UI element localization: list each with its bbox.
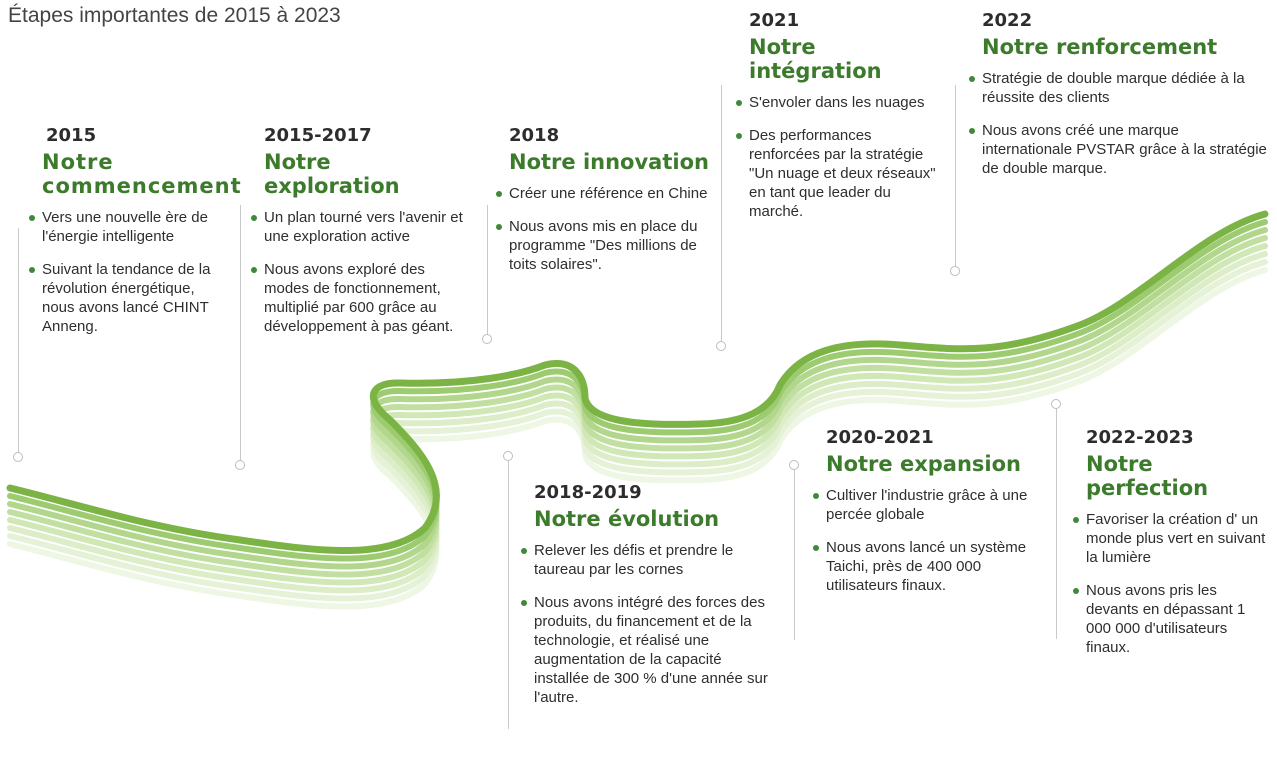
milestone-year: 2018 — [509, 125, 560, 146]
node-2020-2021 — [789, 460, 799, 470]
bullet-item: Vers une nouvelle ère de l'énergie intel… — [28, 208, 230, 246]
connector-2021 — [721, 85, 722, 341]
bullet-item: Un plan tourné vers l'avenir et une expl… — [250, 208, 470, 246]
milestone-year: 2022 — [982, 10, 1033, 31]
milestone-2020-2021: 2020-2021 Notre expansion Cultiver l'ind… — [812, 427, 1032, 609]
milestone-2015-2017: 2015-2017 Notre exploration Un plan tour… — [250, 125, 470, 350]
milestone-heading: Notre innovation — [509, 150, 709, 174]
wave-band-3 — [7, 227, 1268, 570]
milestone-2022: 2022 Notre renforcement Stratégie de dou… — [968, 10, 1268, 192]
bullet-item: Des performances renforcées par la strat… — [735, 126, 945, 221]
node-2018 — [482, 334, 492, 344]
bullet-item: Suivant la tendance de la révolution éne… — [28, 260, 230, 336]
milestone-year: 2015 — [46, 125, 97, 146]
milestone-bullets: Relever les défis et prendre le taureau … — [520, 541, 770, 707]
milestone-2018-2019: 2018-2019 Notre évolution Relever les dé… — [520, 482, 770, 721]
bullet-item: Créer une référence en Chine — [495, 184, 710, 203]
milestone-year: 2015-2017 — [264, 125, 372, 146]
wave-band-5 — [7, 243, 1268, 586]
milestone-heading: Notre renforcement — [982, 35, 1218, 59]
wave-band-2 — [7, 219, 1268, 562]
milestone-2021: 2021 Notre intégration S'envoler dans le… — [735, 10, 945, 235]
connector-2015 — [18, 228, 19, 454]
milestone-bullets: S'envoler dans les nuages Des performanc… — [735, 93, 945, 221]
connector-2015-2017 — [240, 205, 241, 461]
bullet-item: Favoriser la création d' un monde plus v… — [1072, 510, 1272, 567]
node-2015-2017 — [235, 460, 245, 470]
bullet-item: S'envoler dans les nuages — [735, 93, 945, 112]
bullet-item: Cultiver l'industrie grâce à une percée … — [812, 486, 1032, 524]
bullet-item: Stratégie de double marque dédiée à la r… — [968, 69, 1268, 107]
milestone-bullets: Cultiver l'industrie grâce à une percée … — [812, 486, 1032, 595]
bullet-item: Nous avons intégré des forces des produi… — [520, 593, 770, 707]
bullet-item: Relever les défis et prendre le taureau … — [520, 541, 770, 579]
bullet-item: Nous avons lancé un système Taichi, près… — [812, 538, 1032, 595]
milestone-year: 2020-2021 — [826, 427, 934, 448]
milestone-bullets: Favoriser la création d' un monde plus v… — [1072, 510, 1272, 657]
connector-2022 — [955, 85, 956, 267]
milestone-year: 2018-2019 — [534, 482, 642, 503]
milestone-2018: 2018 Notre innovation Créer une référenc… — [495, 125, 710, 288]
bullet-item: Nous avons exploré des modes de fonction… — [250, 260, 470, 336]
milestone-bullets: Vers une nouvelle ère de l'énergie intel… — [28, 208, 230, 336]
wave-band-4 — [7, 235, 1268, 578]
node-2022-2023 — [1051, 399, 1061, 409]
milestone-heading: Notre expansion — [826, 452, 1021, 476]
milestone-2022-2023: 2022-2023 Notre perfection Favoriser la … — [1072, 427, 1272, 671]
wave-band-6 — [7, 251, 1268, 594]
milestone-bullets: Créer une référence en Chine Nous avons … — [495, 184, 710, 274]
milestone-year: 2021 — [749, 10, 800, 31]
milestone-heading: Notre évolution — [534, 507, 720, 531]
connector-2020-2021 — [794, 470, 795, 640]
node-2015 — [13, 452, 23, 462]
connector-2022-2023 — [1056, 409, 1057, 639]
connector-2018-2019 — [508, 461, 509, 729]
node-2021 — [716, 341, 726, 351]
milestone-2015: 2015 Notre commencement Vers une nouvell… — [28, 125, 242, 350]
milestone-heading: Notre perfection — [1086, 452, 1209, 500]
connector-2018 — [487, 205, 488, 335]
wave-band-8 — [7, 267, 1268, 610]
milestone-bullets: Stratégie de double marque dédiée à la r… — [968, 69, 1268, 178]
node-2022 — [950, 266, 960, 276]
node-2018-2019 — [503, 451, 513, 461]
milestone-heading: Notre intégration — [749, 35, 882, 83]
bullet-item: Nous avons mis en place du programme "De… — [495, 217, 710, 274]
page-title: Étapes importantes de 2015 à 2023 — [8, 4, 341, 27]
milestone-year: 2022-2023 — [1086, 427, 1194, 448]
wave-band-1 — [6, 210, 1269, 555]
milestone-heading: Notre commencement — [42, 150, 242, 198]
milestone-bullets: Un plan tourné vers l'avenir et une expl… — [250, 208, 470, 336]
wave-band-7 — [7, 259, 1268, 602]
bullet-item: Nous avons créé une marque international… — [968, 121, 1268, 178]
milestone-heading: Notre exploration — [264, 150, 400, 198]
bullet-item: Nous avons pris les devants en dépassant… — [1072, 581, 1272, 657]
